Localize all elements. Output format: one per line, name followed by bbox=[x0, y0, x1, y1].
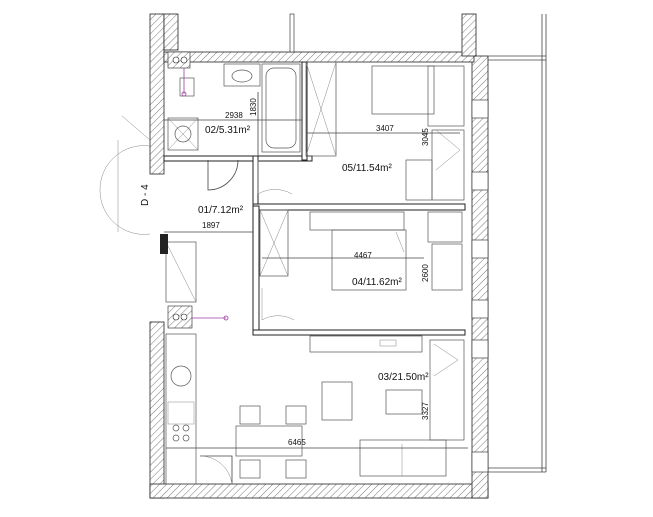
bathroom-fixtures bbox=[167, 51, 301, 153]
room-03-dim-h: 3327 bbox=[421, 402, 430, 420]
room-03-label: 03/21.50m² bbox=[378, 372, 429, 383]
room-03-furniture bbox=[160, 234, 468, 485]
room-05-label: 05/11.54m² bbox=[342, 163, 393, 174]
room-01-dim: 1897 bbox=[202, 221, 220, 230]
room-04-label: 04/11.62m² bbox=[352, 277, 403, 288]
exterior-walls bbox=[149, 13, 489, 499]
balcony bbox=[488, 14, 547, 473]
room-05-dim-w: 3407 bbox=[376, 124, 394, 133]
section-marker: D - 4 bbox=[140, 184, 151, 206]
room-04-dim-w: 4467 bbox=[354, 251, 372, 260]
room-02-dim-w: 2938 bbox=[225, 111, 243, 120]
doors bbox=[99, 115, 295, 485]
room-05-furniture bbox=[305, 61, 465, 201]
room-02-label: 02/5.31m² bbox=[205, 125, 251, 136]
interior-walls bbox=[163, 61, 466, 336]
room-01-label: 01/7.12m² bbox=[198, 205, 244, 216]
room-04-dim-h: 2600 bbox=[421, 264, 430, 282]
room-03-dim-w: 6465 bbox=[288, 438, 306, 447]
room-04-furniture bbox=[259, 209, 463, 291]
room-05-dim-h: 3045 bbox=[421, 128, 430, 146]
room-02-dim-h: 1830 bbox=[249, 98, 258, 116]
